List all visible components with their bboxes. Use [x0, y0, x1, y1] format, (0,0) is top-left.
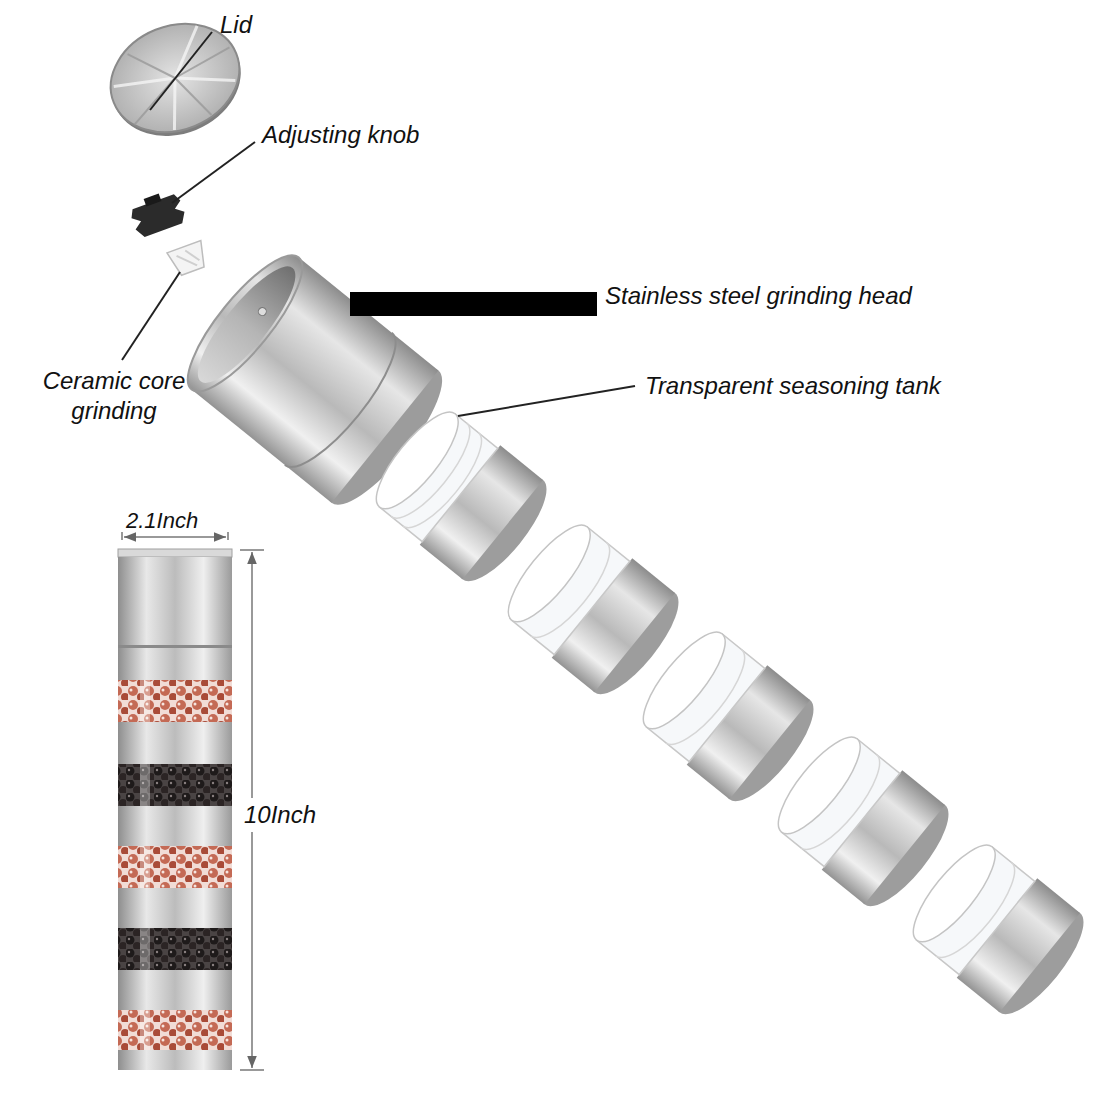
part-label: Ceramic core grinding — [36, 366, 192, 426]
part-label: Lid — [220, 10, 252, 40]
part-label: Adjusting knob — [262, 120, 419, 150]
part-label: Stainless steel grinding head — [605, 281, 912, 311]
dimension-label: 2.1Inch — [126, 507, 198, 535]
part-label: Transparent seasoning tank — [645, 371, 941, 401]
dimension-label: 10Inch — [244, 798, 316, 832]
